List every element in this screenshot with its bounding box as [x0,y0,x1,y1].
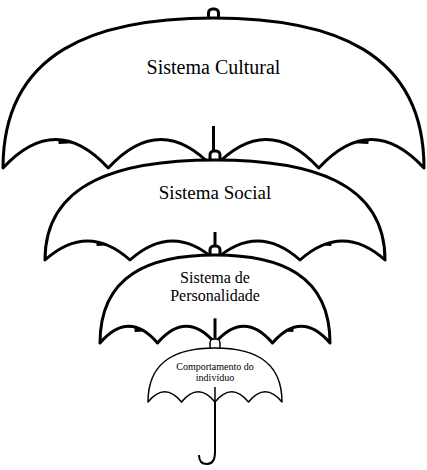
umbrella-node: Sistema Cultural [3,18,424,168]
umbrella-divider [214,387,216,402]
umbrella-canopy [45,160,385,260]
umbrella-node: Sistema de Personalidade [100,255,330,343]
umbrella-canopy [100,255,330,343]
umbrella-label: Sistema de Personalidade [159,269,271,305]
umbrella-textbox: Sistema Social [45,182,385,203]
umbrella-canopy [148,348,282,402]
umbrella-label: Sistema Social [105,182,325,203]
umbrella-canopy [3,18,424,168]
umbrella-textbox: Sistema de Personalidade [100,269,330,305]
umbrella-handle [199,400,215,464]
umbrella-textbox: Comportamento do indivíduo [148,361,282,383]
umbrella-outline [3,18,424,168]
umbrella-label: Comportamento do indivíduo [175,361,255,383]
umbrella-label: Sistema Cultural [84,56,344,78]
umbrella-node: Comportamento do indivíduo [148,348,282,402]
umbrella-textbox: Sistema Cultural [3,56,424,78]
